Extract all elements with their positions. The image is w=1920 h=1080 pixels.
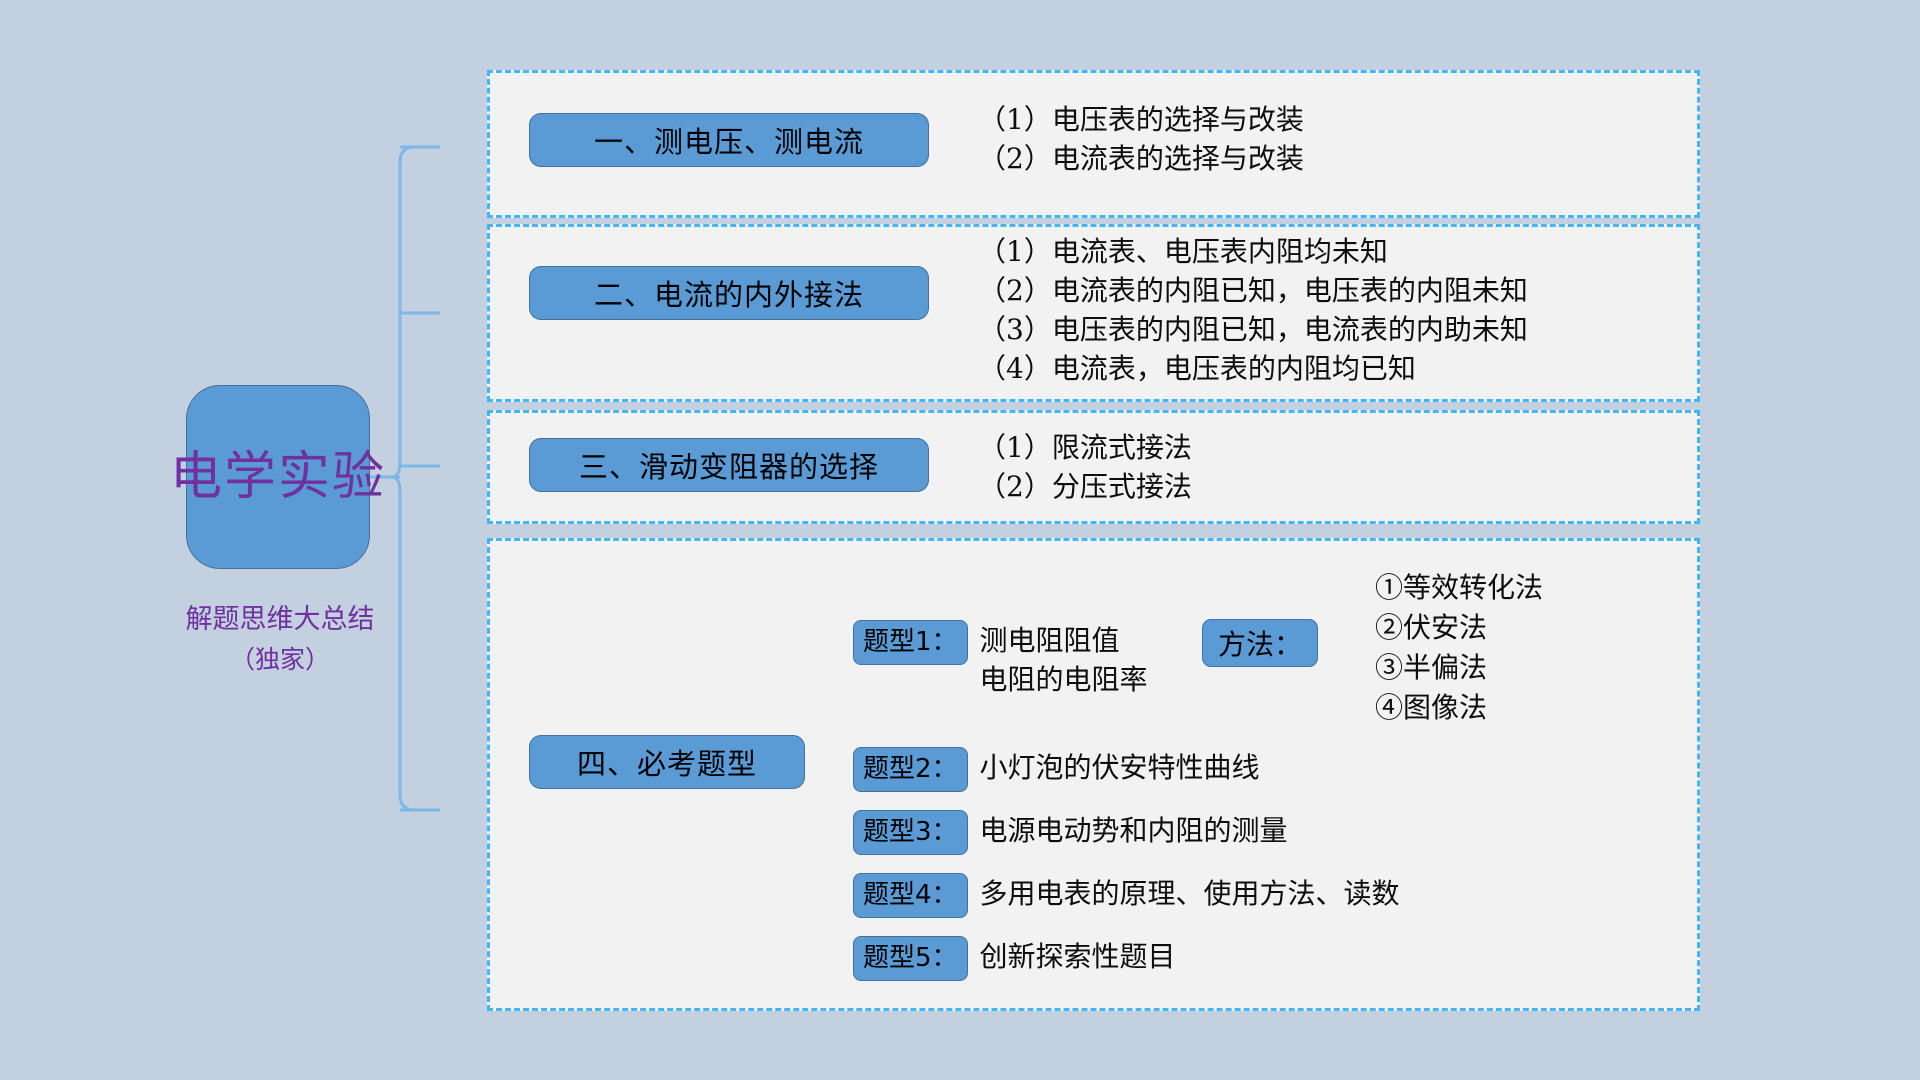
question-type-row-3[interactable]: 题型3： 电源电动势和内阻的测量: [853, 810, 1288, 855]
question-type-row-4[interactable]: 题型4： 多用电表的原理、使用方法、读数: [853, 873, 1400, 918]
section-2-items: （1）电流表、电压表内阻均未知 （2）电流表的内阻已知，电压表的内阻未知 （3）…: [978, 232, 1528, 388]
section-panel-2: [487, 224, 1700, 402]
section-2-item-1: （1）电流表、电压表内阻均未知: [978, 235, 1388, 268]
method-item-4: ④图像法: [1375, 691, 1488, 724]
section-heading-2[interactable]: 二、电流的内外接法: [529, 266, 929, 320]
section-1-items: （1）电压表的选择与改装 （2）电流表的选择与改装: [978, 100, 1304, 178]
methods-list: ①等效转化法 ②伏安法 ③半偏法 ④图像法: [1375, 568, 1543, 728]
question-type-row-5[interactable]: 题型5： 创新探索性题目: [853, 936, 1176, 981]
question-type-tag-2: 题型2：: [853, 747, 968, 792]
central-node-title-line1: 电学实验: [170, 447, 387, 507]
method-node[interactable]: 方法：: [1202, 619, 1318, 667]
section-heading-4[interactable]: 四、必考题型: [529, 735, 805, 789]
method-item-1: ①等效转化法: [1375, 571, 1544, 604]
question-type-text-3: 电源电动势和内阻的测量: [979, 814, 1288, 847]
section-3-item-2: （2）分压式接法: [978, 470, 1192, 503]
question-type-row-1[interactable]: 题型1： 测电阻阻值 电阻的电阻率: [853, 620, 1148, 699]
section-2-item-4: （4）电流表，电压表的内阻均已知: [978, 352, 1416, 385]
question-type-text-2: 小灯泡的伏安特性曲线: [979, 751, 1260, 784]
section-heading-1[interactable]: 一、测电压、测电流: [529, 113, 929, 167]
question-type-text-1: 测电阻阻值 电阻的电阻率: [979, 624, 1148, 696]
section-1-item-2: （2）电流表的选择与改装: [978, 142, 1304, 175]
question-type-tag-3: 题型3：: [853, 810, 968, 855]
central-node[interactable]: 电学实验: [170, 385, 384, 569]
central-subtitle-line2: （独家）: [229, 645, 330, 674]
method-item-2: ②伏安法: [1375, 611, 1488, 644]
section-3-item-1: （1）限流式接法: [978, 431, 1192, 464]
method-item-3: ③半偏法: [1375, 651, 1488, 684]
section-heading-3[interactable]: 三、滑动变阻器的选择: [529, 438, 929, 492]
question-type-tag-4: 题型4：: [853, 873, 968, 918]
central-subtitle-line1: 解题思维大总结: [185, 604, 375, 635]
question-type-text-4: 多用电表的原理、使用方法、读数: [979, 877, 1400, 910]
section-2-item-2: （2）电流表的内阻已知，电压表的内阻未知: [978, 274, 1528, 307]
question-type-tag-5: 题型5：: [853, 936, 968, 981]
section-2-item-3: （3）电压表的内阻已知，电流表的内助未知: [978, 313, 1528, 346]
central-subtitle: 解题思维大总结 （独家）: [120, 600, 440, 680]
section-1-item-1: （1）电压表的选择与改装: [978, 103, 1304, 136]
question-type-tag-1: 题型1：: [853, 620, 968, 665]
section-3-items: （1）限流式接法 （2）分压式接法: [978, 428, 1192, 506]
question-type-text-5: 创新探索性题目: [979, 940, 1176, 973]
question-type-row-2[interactable]: 题型2： 小灯泡的伏安特性曲线: [853, 747, 1260, 792]
main-bracket: [391, 145, 440, 812]
